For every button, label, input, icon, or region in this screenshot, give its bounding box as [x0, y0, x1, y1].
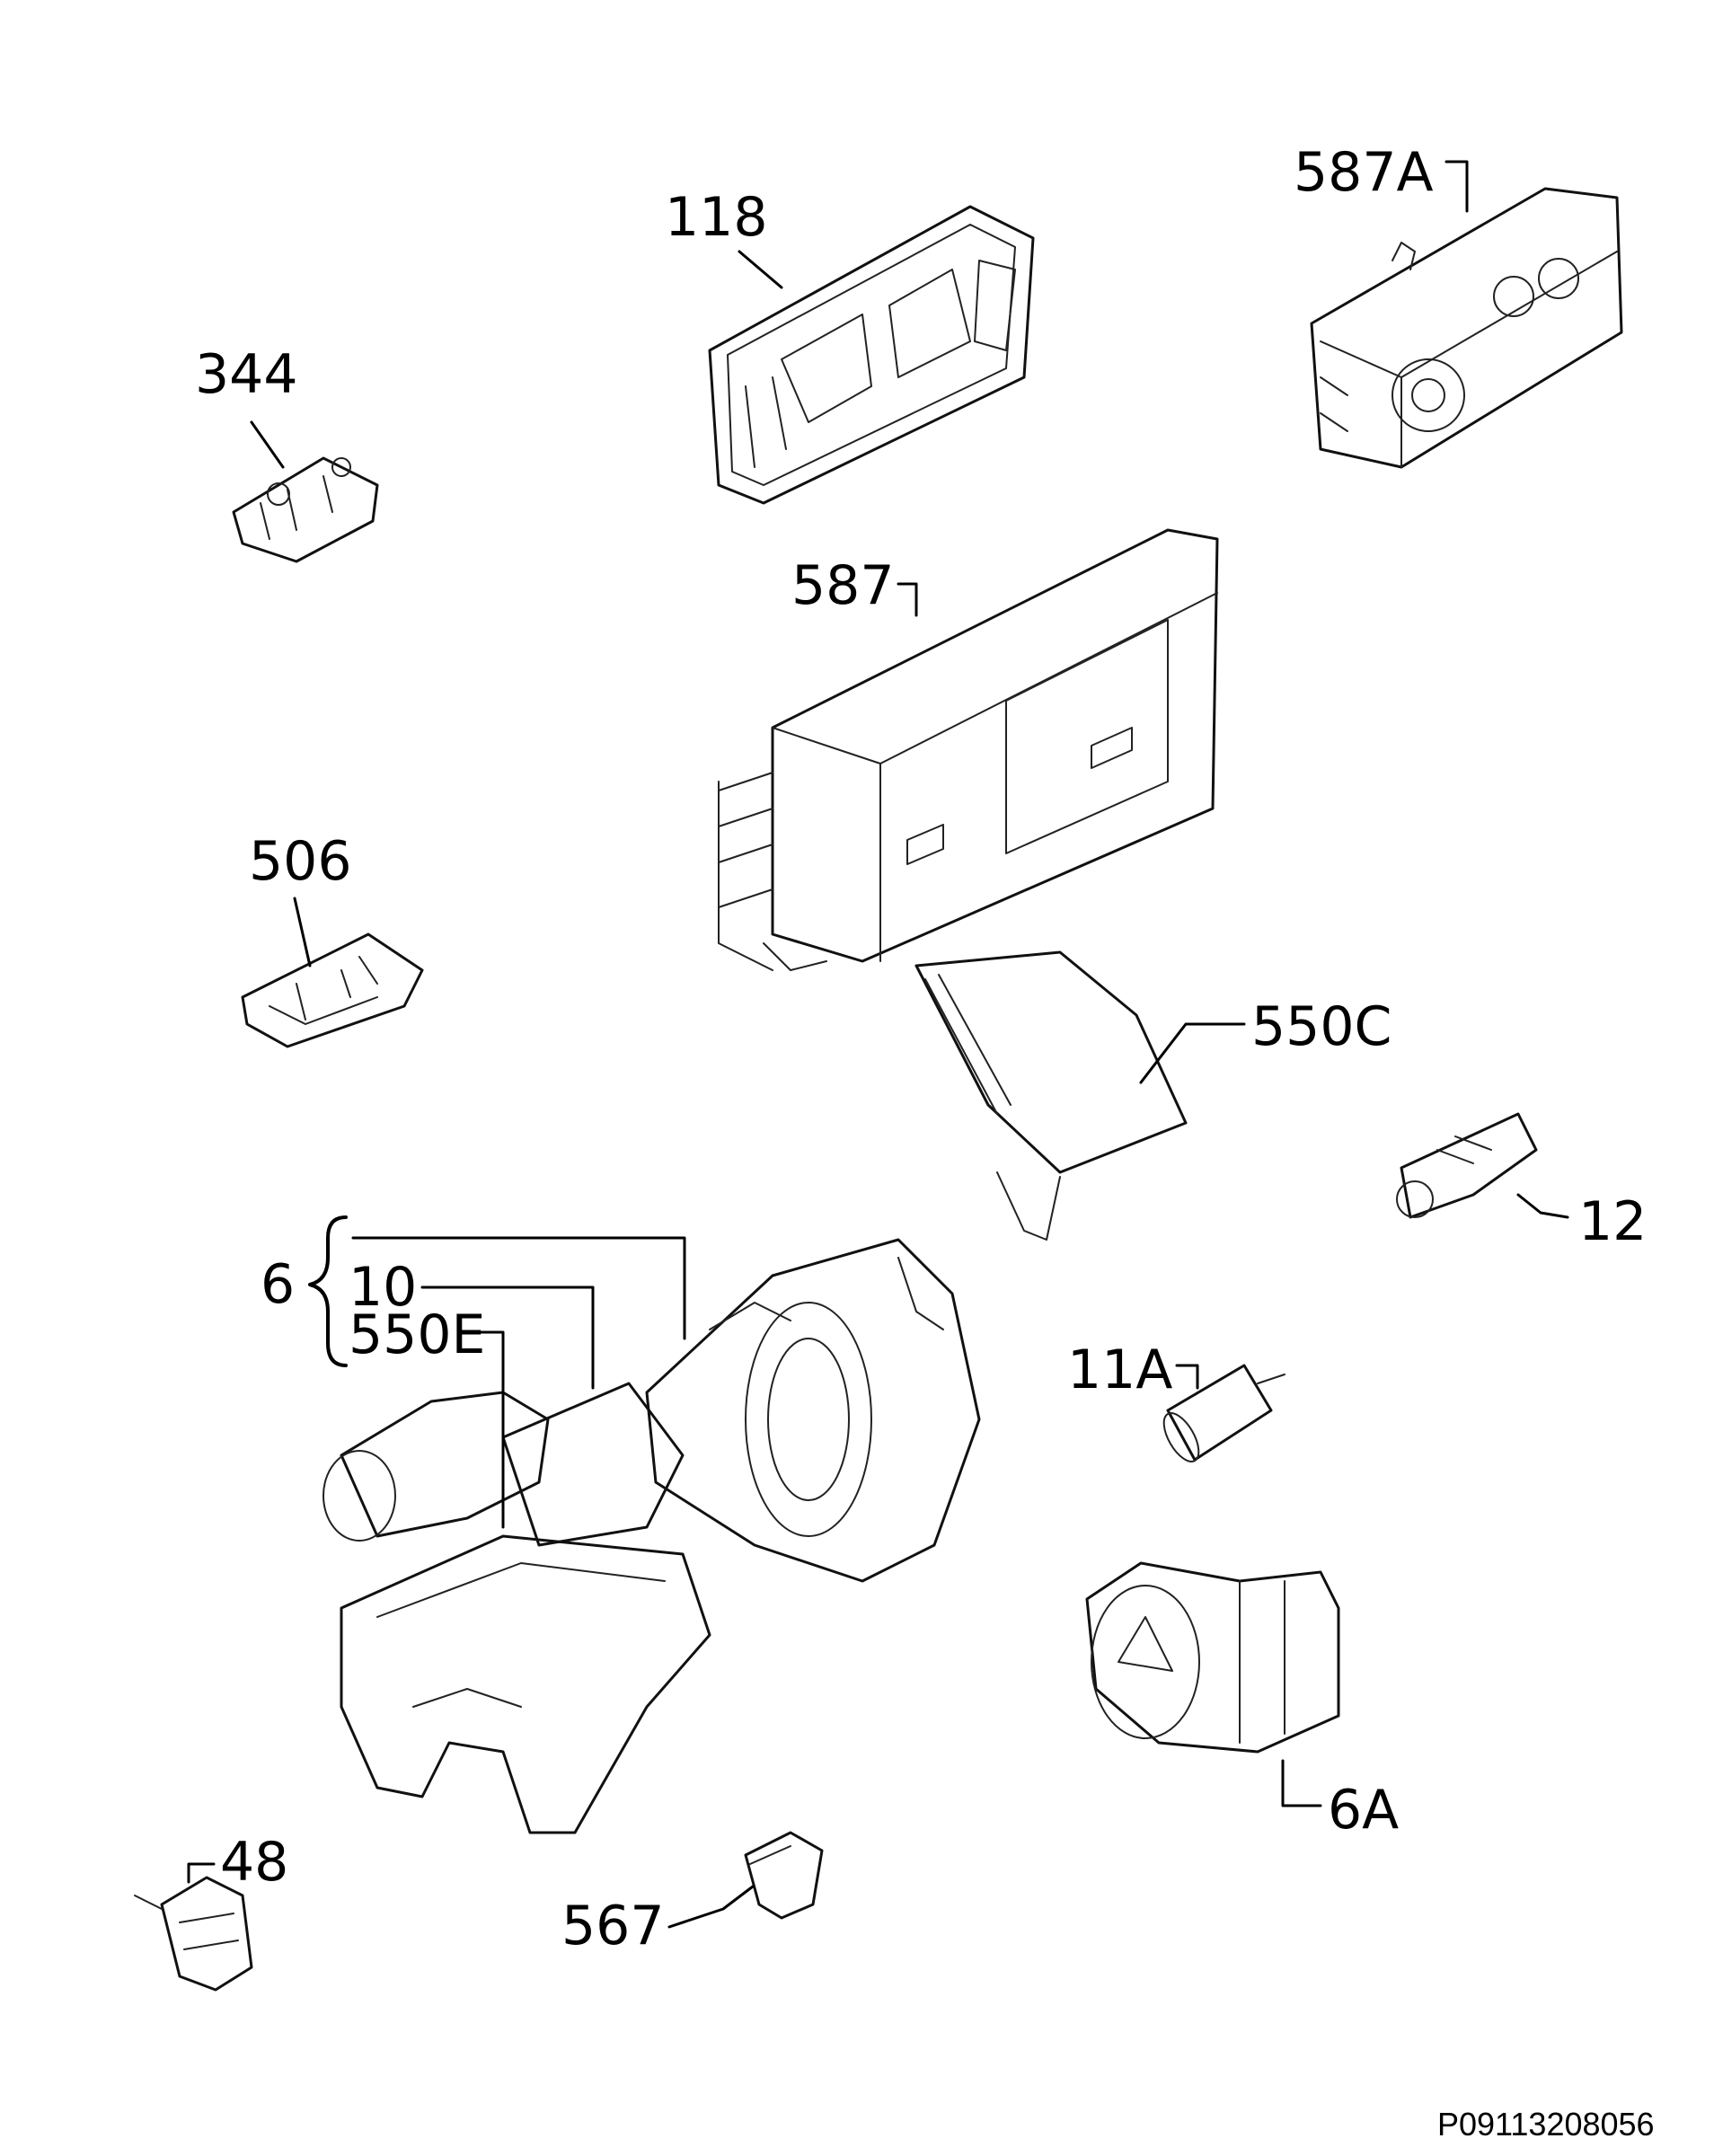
label-587A: 587A	[1294, 141, 1434, 204]
leader-506	[293, 897, 312, 968]
leader-344	[250, 420, 285, 469]
part-506-holder	[241, 932, 424, 1048]
label-567: 567	[561, 1895, 665, 1957]
leader-587A	[1445, 160, 1469, 213]
label-506: 506	[249, 830, 352, 893]
leader-587	[897, 582, 918, 617]
part-587A-ui-board	[1310, 187, 1623, 469]
label-587: 587	[791, 554, 895, 617]
leader-48	[187, 1862, 216, 1884]
part-12-sensor	[1396, 1112, 1538, 1219]
part-567-clip	[744, 1831, 824, 1920]
part-118-control-module	[708, 205, 1035, 505]
part-6-pump-assembly	[322, 1238, 981, 1834]
leader-lines	[187, 160, 1569, 1929]
part-6A-drain-pump	[1085, 1561, 1340, 1754]
part-587-electronic-box	[718, 528, 1219, 971]
label-118: 118	[665, 186, 768, 249]
leader-550C	[1139, 1022, 1246, 1084]
part-48-thermostat	[134, 1876, 253, 1992]
label-6A: 6A	[1328, 1779, 1399, 1842]
label-550C: 550C	[1251, 995, 1392, 1058]
part-11A-cylinder	[1162, 1364, 1286, 1462]
label-550E: 550E	[349, 1303, 485, 1366]
part-344-connector	[232, 456, 379, 563]
group-brace-6	[308, 1215, 348, 1367]
leader-6A	[1281, 1759, 1322, 1807]
leader-10	[420, 1286, 595, 1390]
leader-118	[738, 250, 783, 289]
leader-6	[351, 1236, 686, 1340]
label-48: 48	[220, 1831, 288, 1894]
leader-567	[667, 1885, 755, 1929]
document-code: P09113208056	[1437, 2106, 1655, 2143]
label-12: 12	[1578, 1190, 1647, 1253]
label-11A: 11A	[1067, 1339, 1172, 1401]
leader-11A	[1175, 1364, 1199, 1390]
label-344: 344	[195, 343, 298, 406]
part-labels: 118 587A 344 587 506 550C 12 6 10 550E 1…	[195, 141, 1647, 1957]
leader-550E	[474, 1330, 505, 1529]
part-550C-cover	[914, 950, 1188, 1241]
leader-12	[1516, 1193, 1569, 1219]
label-6: 6	[261, 1253, 295, 1316]
label-10: 10	[349, 1256, 417, 1319]
